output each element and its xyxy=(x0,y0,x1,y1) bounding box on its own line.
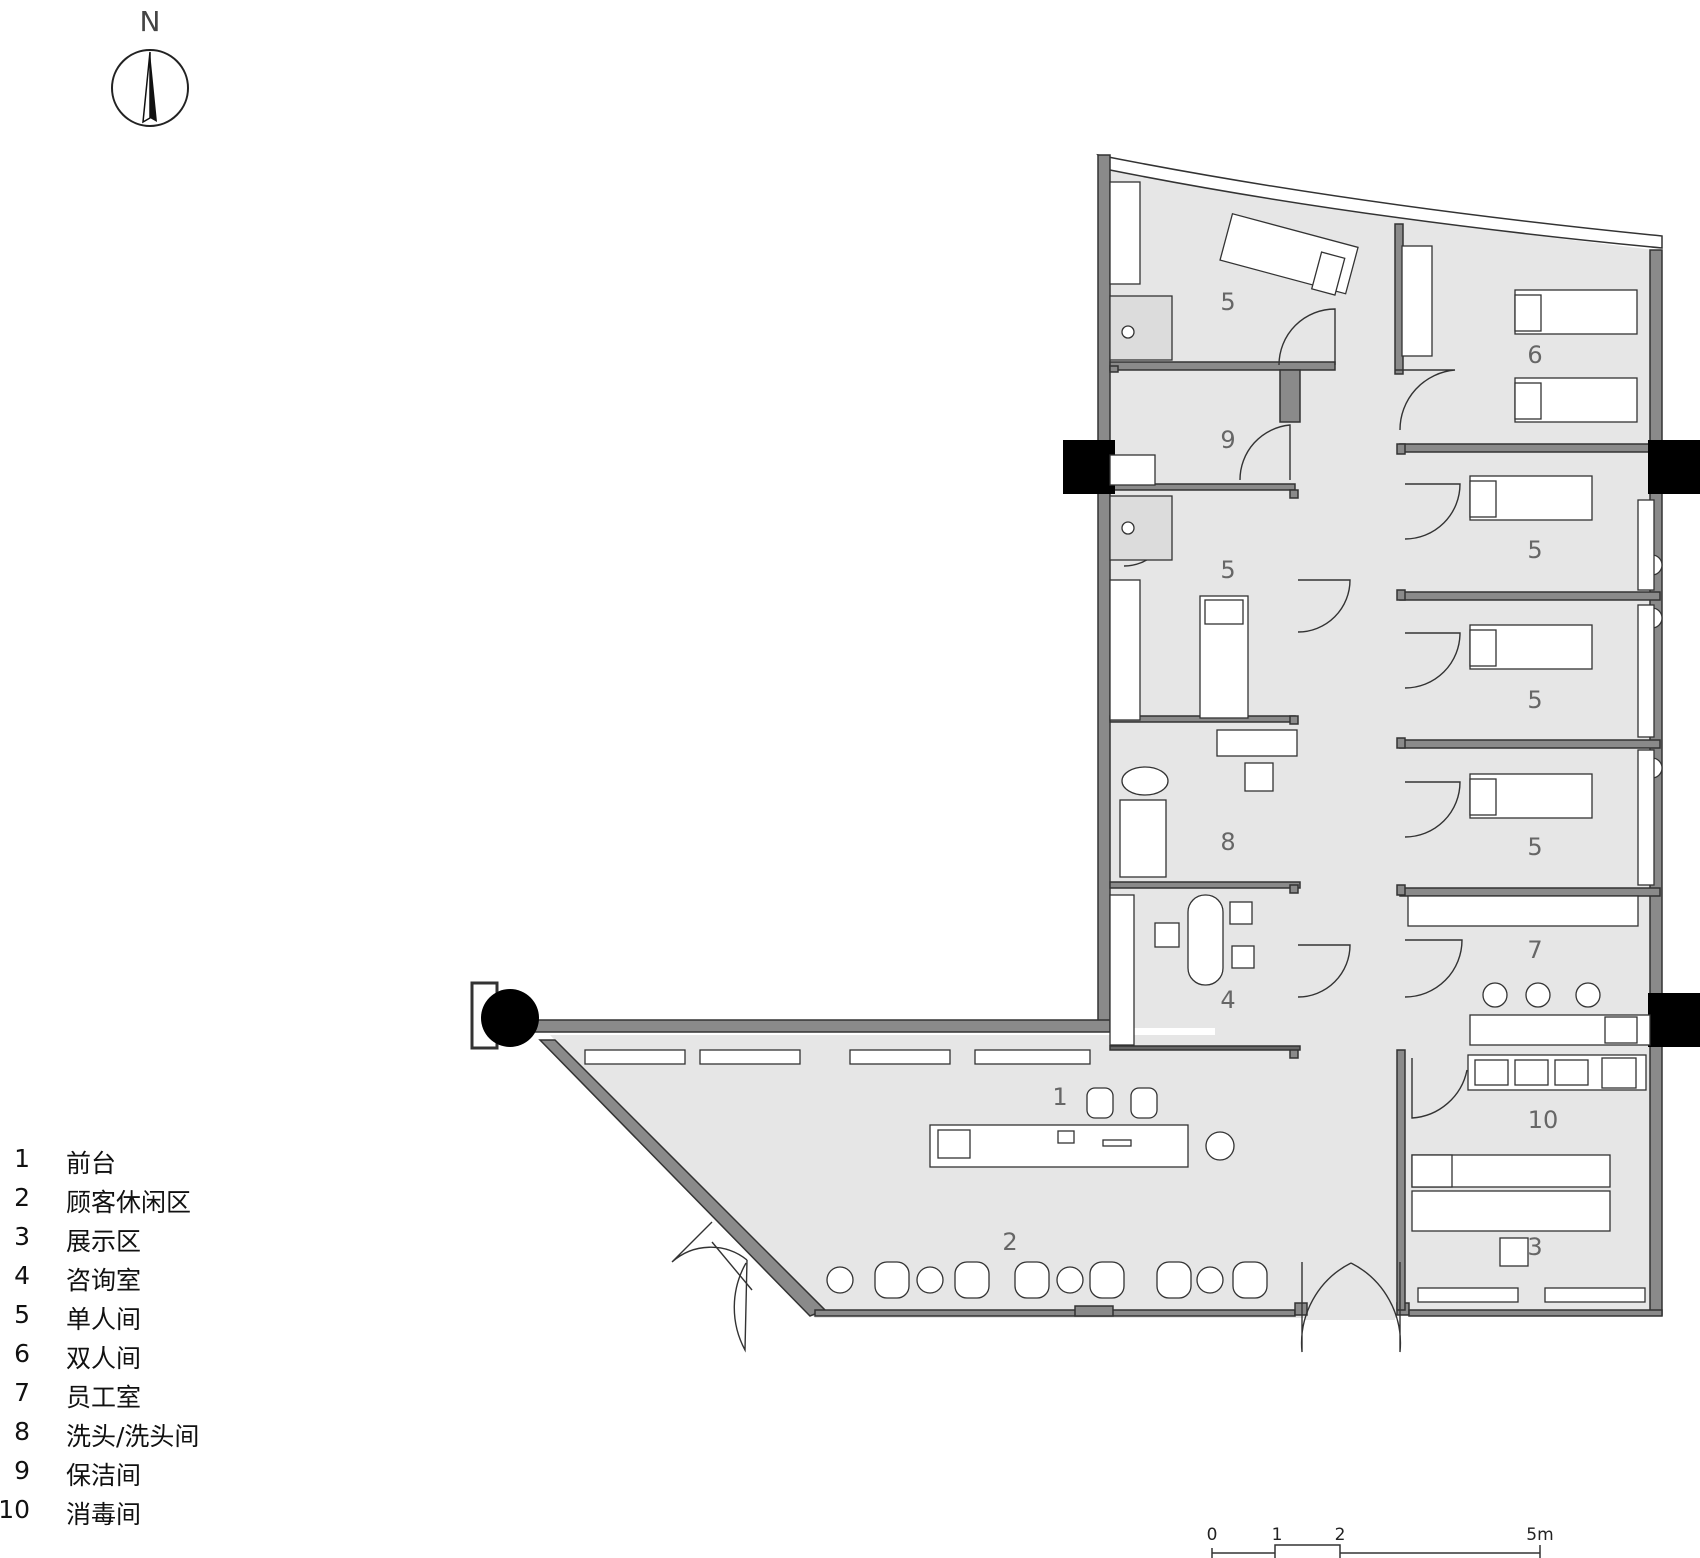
legend-item: 4 咨询室 xyxy=(0,1261,260,1297)
room-label-1: 1 xyxy=(1052,1083,1067,1111)
north-label: N xyxy=(140,5,161,38)
scale-label-1: 1 xyxy=(1272,1525,1283,1545)
room-label-3: 3 xyxy=(1527,1233,1542,1261)
legend-item: 5 单人间 xyxy=(0,1300,260,1336)
room-label-5: 5 xyxy=(1220,288,1235,316)
legend-number: 5 xyxy=(14,1300,30,1329)
north-arrow-icon: N xyxy=(111,5,189,127)
scale-bar xyxy=(1211,1544,1541,1558)
legend-label: 前台 xyxy=(66,1149,117,1178)
room-label-5: 5 xyxy=(1527,686,1542,714)
scale-bar-labels: 0 1 2 5m xyxy=(1207,1525,1554,1545)
scale-label-0: 0 xyxy=(1207,1525,1218,1545)
room-fixtures xyxy=(584,181,1663,1303)
legend-number: 8 xyxy=(14,1417,30,1446)
legend-number: 4 xyxy=(14,1261,30,1290)
columns xyxy=(470,440,1700,1050)
legend-label: 员工室 xyxy=(66,1383,142,1412)
legend-item: 8 洗头/洗头间 xyxy=(0,1417,260,1453)
legend-item: 6 双人间 xyxy=(0,1339,260,1375)
room-labels: 5 6 9 5 5 5 5 8 7 4 1 10 2 3 xyxy=(1002,288,1558,1261)
legend-label: 洗头/洗头间 xyxy=(66,1422,200,1451)
legend-label: 咨询室 xyxy=(66,1266,142,1295)
scale-label-2: 2 xyxy=(1335,1525,1346,1545)
legend-label: 单人间 xyxy=(66,1305,142,1334)
room-label-5: 5 xyxy=(1527,536,1542,564)
room-label-9: 9 xyxy=(1220,426,1235,454)
legend-item: 2 顾客休闲区 xyxy=(0,1183,260,1219)
legend-number: 3 xyxy=(14,1222,30,1251)
legend-number: 2 xyxy=(14,1183,30,1212)
legend-number: 9 xyxy=(14,1456,30,1485)
room-label-4: 4 xyxy=(1220,986,1235,1014)
legend-number: 1 xyxy=(14,1144,30,1173)
room-label-2: 2 xyxy=(1002,1228,1017,1256)
room-label-7: 7 xyxy=(1527,936,1542,964)
room-label-8: 8 xyxy=(1220,828,1235,856)
room-label-10: 10 xyxy=(1528,1106,1559,1134)
legend-label: 消毒间 xyxy=(66,1500,142,1529)
legend-item: 10 消毒间 xyxy=(0,1495,260,1531)
legend-item: 9 保洁间 xyxy=(0,1456,260,1492)
legend-label: 顾客休闲区 xyxy=(66,1188,192,1217)
room-label-5: 5 xyxy=(1527,833,1542,861)
scale-label-5m: 5m xyxy=(1526,1525,1553,1545)
room-label-5: 5 xyxy=(1220,556,1235,584)
legend-item: 1 前台 xyxy=(0,1144,260,1180)
legend-label: 展示区 xyxy=(66,1227,142,1256)
legend-number: 10 xyxy=(0,1495,30,1524)
legend-label: 保洁间 xyxy=(66,1461,142,1490)
legend-number: 7 xyxy=(14,1378,30,1407)
room-label-6: 6 xyxy=(1527,341,1542,369)
legend-number: 6 xyxy=(14,1339,30,1368)
legend-item: 3 展示区 xyxy=(0,1222,260,1258)
legend-label: 双人间 xyxy=(66,1344,142,1373)
legend-item: 7 员工室 xyxy=(0,1378,260,1414)
